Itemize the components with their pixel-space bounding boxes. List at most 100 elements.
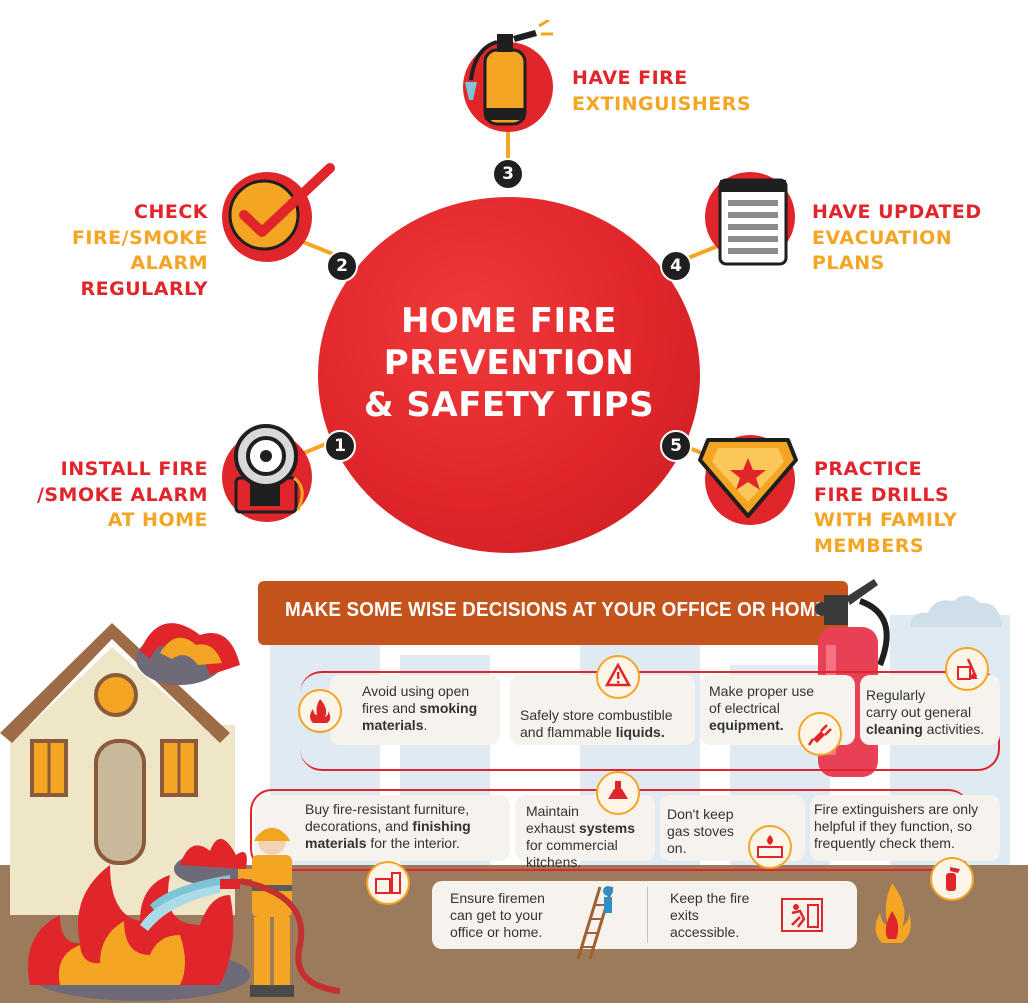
tip-2-line: FIRE/SMOKE [71, 226, 208, 249]
decision-text-fragment: Ensure firemen [450, 890, 545, 906]
decision-text-fragment: Make proper use [709, 683, 815, 699]
decision-text-fragment: liquids. [615, 724, 665, 740]
decision-text-fragment: for commercial [526, 837, 618, 853]
decision-text-fragment: can get to your [450, 907, 543, 923]
decision-text-fragment: carry out general [866, 704, 972, 720]
fire-extinguisher-icon [465, 20, 553, 126]
tip-2-number: 2 [326, 250, 358, 282]
decision-text-fragment: exits [670, 907, 699, 923]
banner [258, 581, 848, 645]
tip-3-text: HAVE FIRE EXTINGUISHERS [572, 66, 751, 117]
fire-bottom-illustration [28, 838, 250, 1001]
tip-4-number: 4 [660, 250, 692, 282]
ladder-icon [576, 886, 614, 960]
house-illustration [0, 623, 240, 915]
decision-text-fragment: on. [667, 840, 687, 856]
cleaning-icon-circle [945, 647, 989, 691]
fire-icon [310, 699, 331, 723]
decision-text-fragment: smoking [419, 700, 478, 716]
decision-text-fragment: materials [362, 717, 424, 733]
tip-1-line: INSTALL FIRE [60, 458, 208, 480]
decision-text-fragment: Don't keep [667, 806, 734, 822]
tip-1-number: 1 [324, 430, 356, 462]
main-title-line: HOME FIRE [400, 301, 618, 341]
decision-text-fragment: . [423, 717, 428, 733]
badge-star-icon [698, 438, 798, 518]
tip-4-line: PLANS [812, 252, 885, 274]
decision-text-fragment: materials [305, 835, 367, 851]
main-circle [318, 197, 700, 553]
plug-icon [807, 724, 832, 746]
checkmark-icon [228, 163, 335, 251]
decision-text-fragment: cleaning [866, 721, 923, 737]
decision-text-fragment: gas stoves [667, 823, 734, 839]
top-section: HOME FIRE PREVENTION & SAFETY TIPS 3 HAV… [30, 20, 982, 559]
decision-text-fragment: Regularly [866, 687, 926, 703]
tip-2-line: ALARM [130, 252, 208, 274]
decision-card [255, 795, 510, 861]
decision-text-fragment: fires and [362, 700, 420, 716]
decision-text-fragment: Safely store combustible [520, 707, 673, 723]
decision-text-fragment: systems [578, 820, 635, 836]
gas-stove-icon [757, 835, 783, 858]
tip-2-line: REGULARLY [80, 277, 208, 300]
tip-3-line: EXTINGUISHERS [572, 92, 752, 115]
card-divider [647, 887, 648, 943]
banner-text: MAKE SOME WISE DECISIONS AT YOUR OFFICE … [285, 599, 829, 621]
firefighter-illustration [140, 827, 340, 997]
tip-4-line: HAVE UPDATED [812, 201, 982, 223]
decision-text-fragment: kitchens. [526, 854, 582, 870]
decision-text-fragment: frequently check them. [814, 835, 955, 851]
decision-text-fragment: activities. [922, 721, 985, 737]
tip-5-line: WITH FAMILY [814, 509, 958, 531]
tip-5-text: PRACTICE FIRE DRILLS WITH FAMILY MEMBERS [814, 457, 957, 559]
tip-1-line: /SMOKE ALARM [36, 483, 208, 506]
decision-text-fragment: for the interior. [366, 835, 460, 851]
decision-text-fragment: decorations, and [305, 818, 413, 834]
notepad-icon [718, 178, 788, 266]
furniture-icon [375, 872, 401, 894]
decision-text-fragment: exhaust [526, 820, 579, 836]
warning-icon [605, 663, 631, 687]
decision-card [432, 881, 857, 949]
tip-2-line: CHECK [134, 201, 208, 223]
decision-text-fragment: finishing [412, 818, 471, 834]
tip-4-text: HAVE UPDATED EVACUATION PLANS [812, 200, 982, 277]
flame-icon [875, 883, 911, 943]
smoke-alarm-icon [234, 424, 304, 514]
decision-text-fragment: accessible. [670, 924, 740, 940]
connector-3 [506, 122, 510, 170]
decision-text-fragment: of electrical [709, 700, 780, 716]
exhaust-hood-icon [608, 781, 628, 799]
decision-card [330, 675, 500, 745]
exit-sign-icon [781, 898, 823, 932]
decision-text-fragment: Avoid using open [362, 683, 470, 699]
decision-text-fragment: Keep the fire [670, 890, 750, 906]
tip-5-line: MEMBERS [814, 534, 925, 557]
tip-4-line: EVACUATION [812, 226, 953, 249]
decision-text-5: Buy fire-resistant furniture,decorations… [305, 801, 505, 852]
tip-5-line: FIRE DRILLS [814, 483, 950, 506]
decision-text-fragment: and flammable [520, 724, 616, 740]
decision-text-fragment: equipment. [709, 717, 784, 733]
tip-1-line: AT HOME [107, 509, 208, 531]
furniture-icon-circle [366, 861, 410, 905]
tip-3-number: 3 [492, 158, 524, 190]
cloud-icon [910, 595, 1002, 627]
main-title: HOME FIRE PREVENTION & SAFETY TIPS [318, 300, 700, 426]
decision-text-fragment: Maintain [526, 803, 579, 819]
extinguisher-icon [946, 867, 960, 891]
exhaust-hood-icon-circle [596, 771, 640, 815]
tip-5-line: PRACTICE [814, 458, 923, 480]
main-title-line: & SAFETY TIPS [363, 385, 655, 425]
tip-1-text: INSTALL FIRE /SMOKE ALARM AT HOME [30, 457, 208, 534]
